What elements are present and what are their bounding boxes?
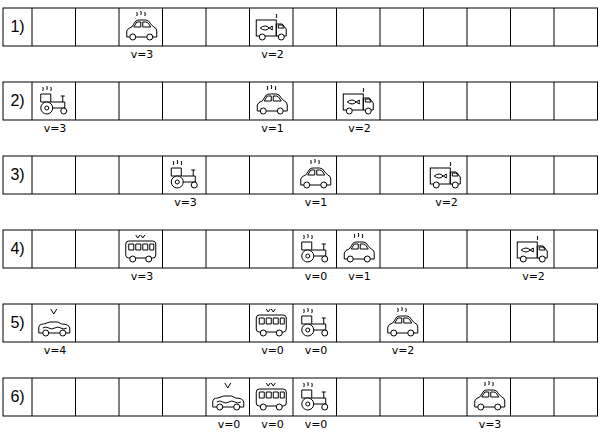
velocity-label: v=2 [380,344,426,357]
velocity-label: v=0 [206,418,252,431]
velocity-label: v=4 [32,344,78,357]
row-number: 2) [3,82,32,120]
velocity-label: v=0 [250,418,296,431]
velocity-label: v=2 [250,48,296,61]
velocity-label: v=0 [293,270,339,283]
velocity-label: v=3 [119,48,165,61]
velocity-label: v=1 [293,196,339,209]
velocity-label: v=1 [250,122,296,135]
row-number: 1) [3,8,32,46]
velocity-label: v=3 [467,418,513,431]
velocity-label: v=2 [424,196,470,209]
velocity-label: v=2 [337,122,383,135]
row-number: 6) [3,378,32,416]
velocity-label: v=3 [119,270,165,283]
velocity-label: v=3 [32,122,78,135]
row-number: 5) [3,304,32,342]
velocity-label: v=0 [293,344,339,357]
velocity-label: v=3 [163,196,209,209]
velocity-label: v=1 [337,270,383,283]
velocity-label: v=0 [293,418,339,431]
velocity-label: v=0 [250,344,296,357]
row-number: 4) [3,230,32,268]
row-number: 3) [3,156,32,194]
velocity-label: v=2 [511,270,557,283]
